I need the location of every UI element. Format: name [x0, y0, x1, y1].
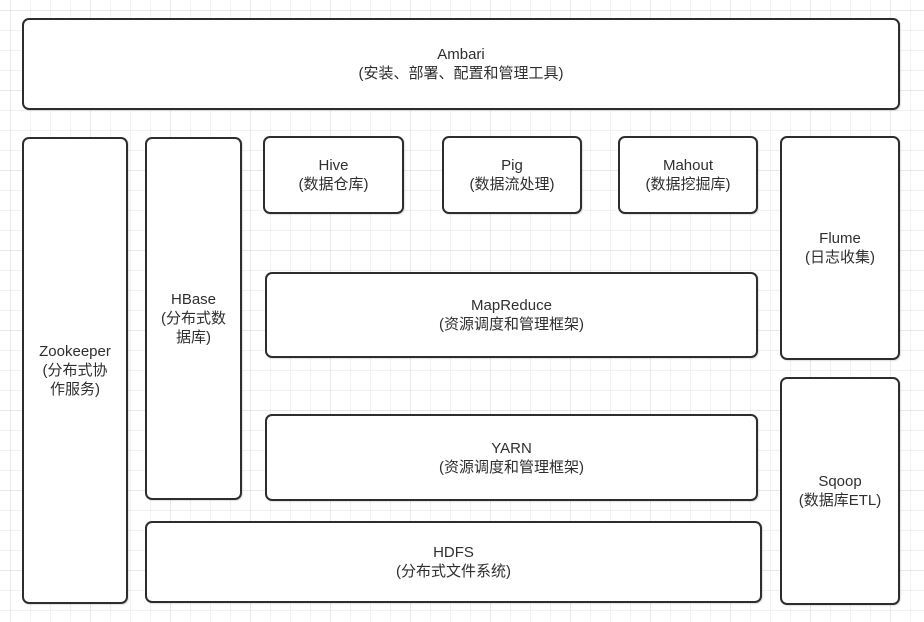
node-title: Mahout: [662, 157, 714, 174]
node-desc: (数据库ETL): [798, 492, 882, 509]
node-desc: (分布式文件系统): [396, 563, 511, 580]
node-sqoop[interactable]: Sqoop (数据库ETL): [780, 377, 900, 605]
node-desc: (资源调度和管理框架): [439, 316, 584, 333]
node-title: Zookeeper: [39, 343, 111, 360]
node-title: Pig: [501, 157, 523, 174]
node-flume[interactable]: Flume (日志收集): [780, 136, 900, 360]
node-mapreduce[interactable]: MapReduce (资源调度和管理框架): [265, 272, 758, 358]
node-title: MapReduce: [471, 297, 552, 314]
node-title: Hive: [318, 157, 349, 174]
node-desc: (分布式数据库): [161, 310, 226, 346]
node-desc: (数据仓库): [298, 176, 369, 193]
node-yarn[interactable]: YARN (资源调度和管理框架): [265, 414, 758, 501]
node-pig[interactable]: Pig (数据流处理): [442, 136, 582, 214]
node-desc: (数据挖掘库): [645, 176, 731, 193]
node-hbase[interactable]: HBase (分布式数据库): [145, 137, 242, 500]
node-ambari[interactable]: Ambari (安装、部署、配置和管理工具): [22, 18, 900, 110]
node-hive[interactable]: Hive (数据仓库): [263, 136, 404, 214]
node-title: YARN: [491, 439, 532, 457]
node-desc: (安装、部署、配置和管理工具): [358, 65, 564, 82]
node-zookeeper[interactable]: Zookeeper (分布式协作服务): [22, 137, 128, 604]
node-title: Flume: [819, 230, 861, 247]
node-title: Ambari: [437, 46, 485, 63]
node-title: HDFS: [433, 544, 474, 561]
node-desc: (资源调度和管理框架): [439, 458, 584, 476]
node-desc: (日志收集): [805, 249, 875, 266]
node-desc: (分布式协作服务): [42, 362, 108, 398]
node-hdfs[interactable]: HDFS (分布式文件系统): [145, 521, 762, 603]
node-title: HBase: [170, 291, 217, 308]
node-title: Sqoop: [818, 473, 862, 490]
node-desc: (数据流处理): [469, 176, 555, 193]
node-mahout[interactable]: Mahout (数据挖掘库): [618, 136, 758, 214]
